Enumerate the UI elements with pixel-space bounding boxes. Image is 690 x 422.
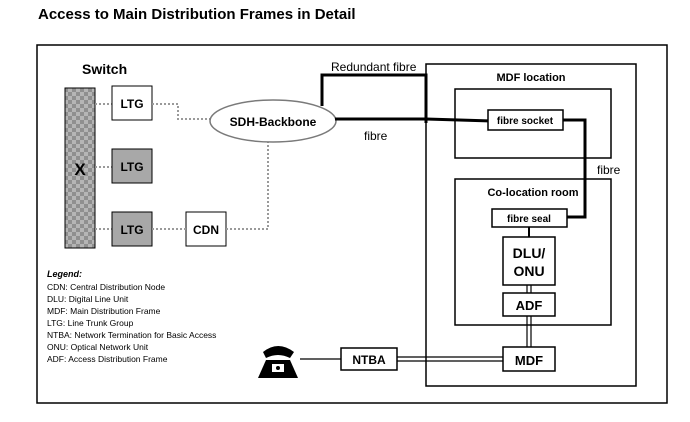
legend: Legend: CDN: Central Distribution Node D…	[47, 269, 216, 364]
fibre-line-socket-to-seal	[563, 118, 587, 219]
outer-frame	[36, 44, 668, 404]
connector-ltg1-sdh	[152, 103, 210, 120]
fibre-line-to-socket	[335, 117, 493, 123]
ltg-box-3	[111, 211, 153, 247]
connector-cdn-sdh	[226, 142, 269, 230]
redundant-fibre-line	[320, 73, 428, 123]
ltg-box-2	[111, 148, 153, 184]
colocation-room-box	[454, 178, 612, 326]
adf-box	[502, 292, 556, 317]
sdh-backbone-label: SDH-Backbone	[230, 115, 317, 129]
legend-item: ADF: Access Distribution Frame	[47, 354, 168, 364]
redundant-fibre-label: Redundant fibre	[331, 60, 417, 74]
fibre-label-2: fibre	[597, 163, 621, 177]
legend-item: NTBA: Network Termination for Basic Acce…	[47, 330, 216, 340]
mdf-location-label: MDF location	[496, 72, 565, 84]
colocation-room-label: Co-location room	[487, 187, 578, 199]
fibre-seal-label: fibre seal	[507, 214, 551, 225]
adf-label: ADF	[516, 298, 543, 313]
mdf-box	[502, 346, 556, 372]
fibre-label-1: fibre	[364, 129, 388, 143]
ltg-box-1	[111, 85, 153, 121]
mdf-label: MDF	[515, 353, 543, 368]
ltg-label-2: LTG	[120, 160, 143, 174]
legend-item: LTG: Line Trunk Group	[47, 318, 134, 328]
telephone-icon	[258, 346, 298, 378]
legend-title: Legend:	[47, 269, 82, 279]
switch-x-label: X	[74, 160, 86, 179]
legend-item: ONU: Optical Network Unit	[47, 342, 149, 352]
fibre-socket-label: fibre socket	[497, 116, 554, 127]
switch-matrix	[64, 87, 96, 249]
legend-item: MDF: Main Distribution Frame	[47, 306, 161, 316]
sdh-backbone-ellipse	[209, 99, 337, 143]
dlu-onu-box	[502, 236, 556, 286]
dlu-label-line1: DLU/	[513, 245, 546, 261]
ltg-label-3: LTG	[120, 223, 143, 237]
cdn-label: CDN	[193, 223, 219, 237]
fibre-socket-area	[454, 88, 612, 159]
ntba-label: NTBA	[352, 353, 386, 367]
legend-item: CDN: Central Distribution Node	[47, 282, 165, 292]
ltg-label-1: LTG	[120, 97, 143, 111]
legend-item: DLU: Digital Line Unit	[47, 294, 129, 304]
page-title: Access to Main Distribution Frames in De…	[38, 6, 356, 23]
switch-label: Switch	[82, 61, 127, 77]
dlu-label-line2: ONU	[513, 263, 544, 279]
mdf-location-box	[425, 63, 637, 387]
